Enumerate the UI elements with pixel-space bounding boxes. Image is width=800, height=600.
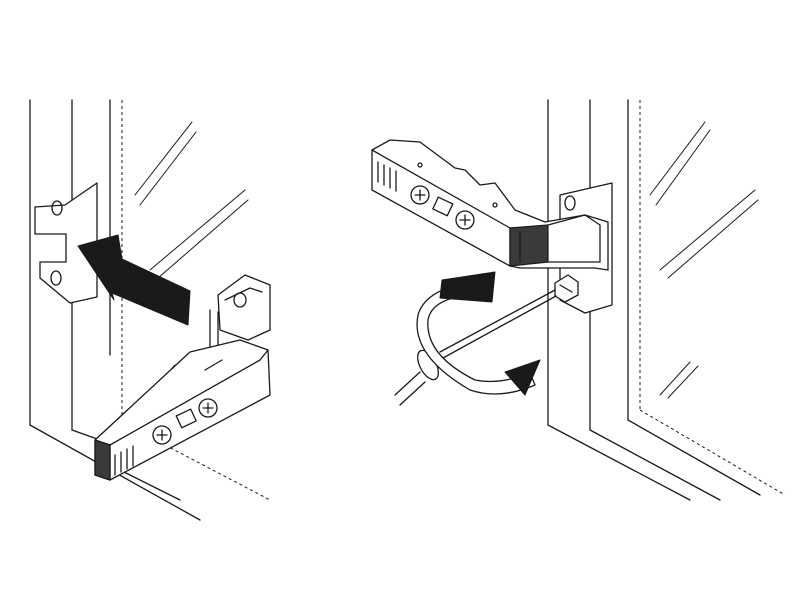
vent-slots-right [377,161,397,192]
screw-icon [410,185,430,205]
vent-slots-left [114,445,134,476]
screw-icon [198,398,218,418]
screwdriver-icon [394,289,557,406]
hinge-body-right [371,139,609,271]
push-arrow-icon [77,234,191,326]
glass-reflection-right [649,121,759,399]
rotate-arrow-icon [416,271,541,396]
step-1-panel [29,99,271,521]
screw-icon [455,210,475,230]
screw-icon [152,425,172,445]
step-2-panel [371,99,786,501]
hinge-body-left [94,274,271,481]
mounting-plate-left [34,182,98,304]
